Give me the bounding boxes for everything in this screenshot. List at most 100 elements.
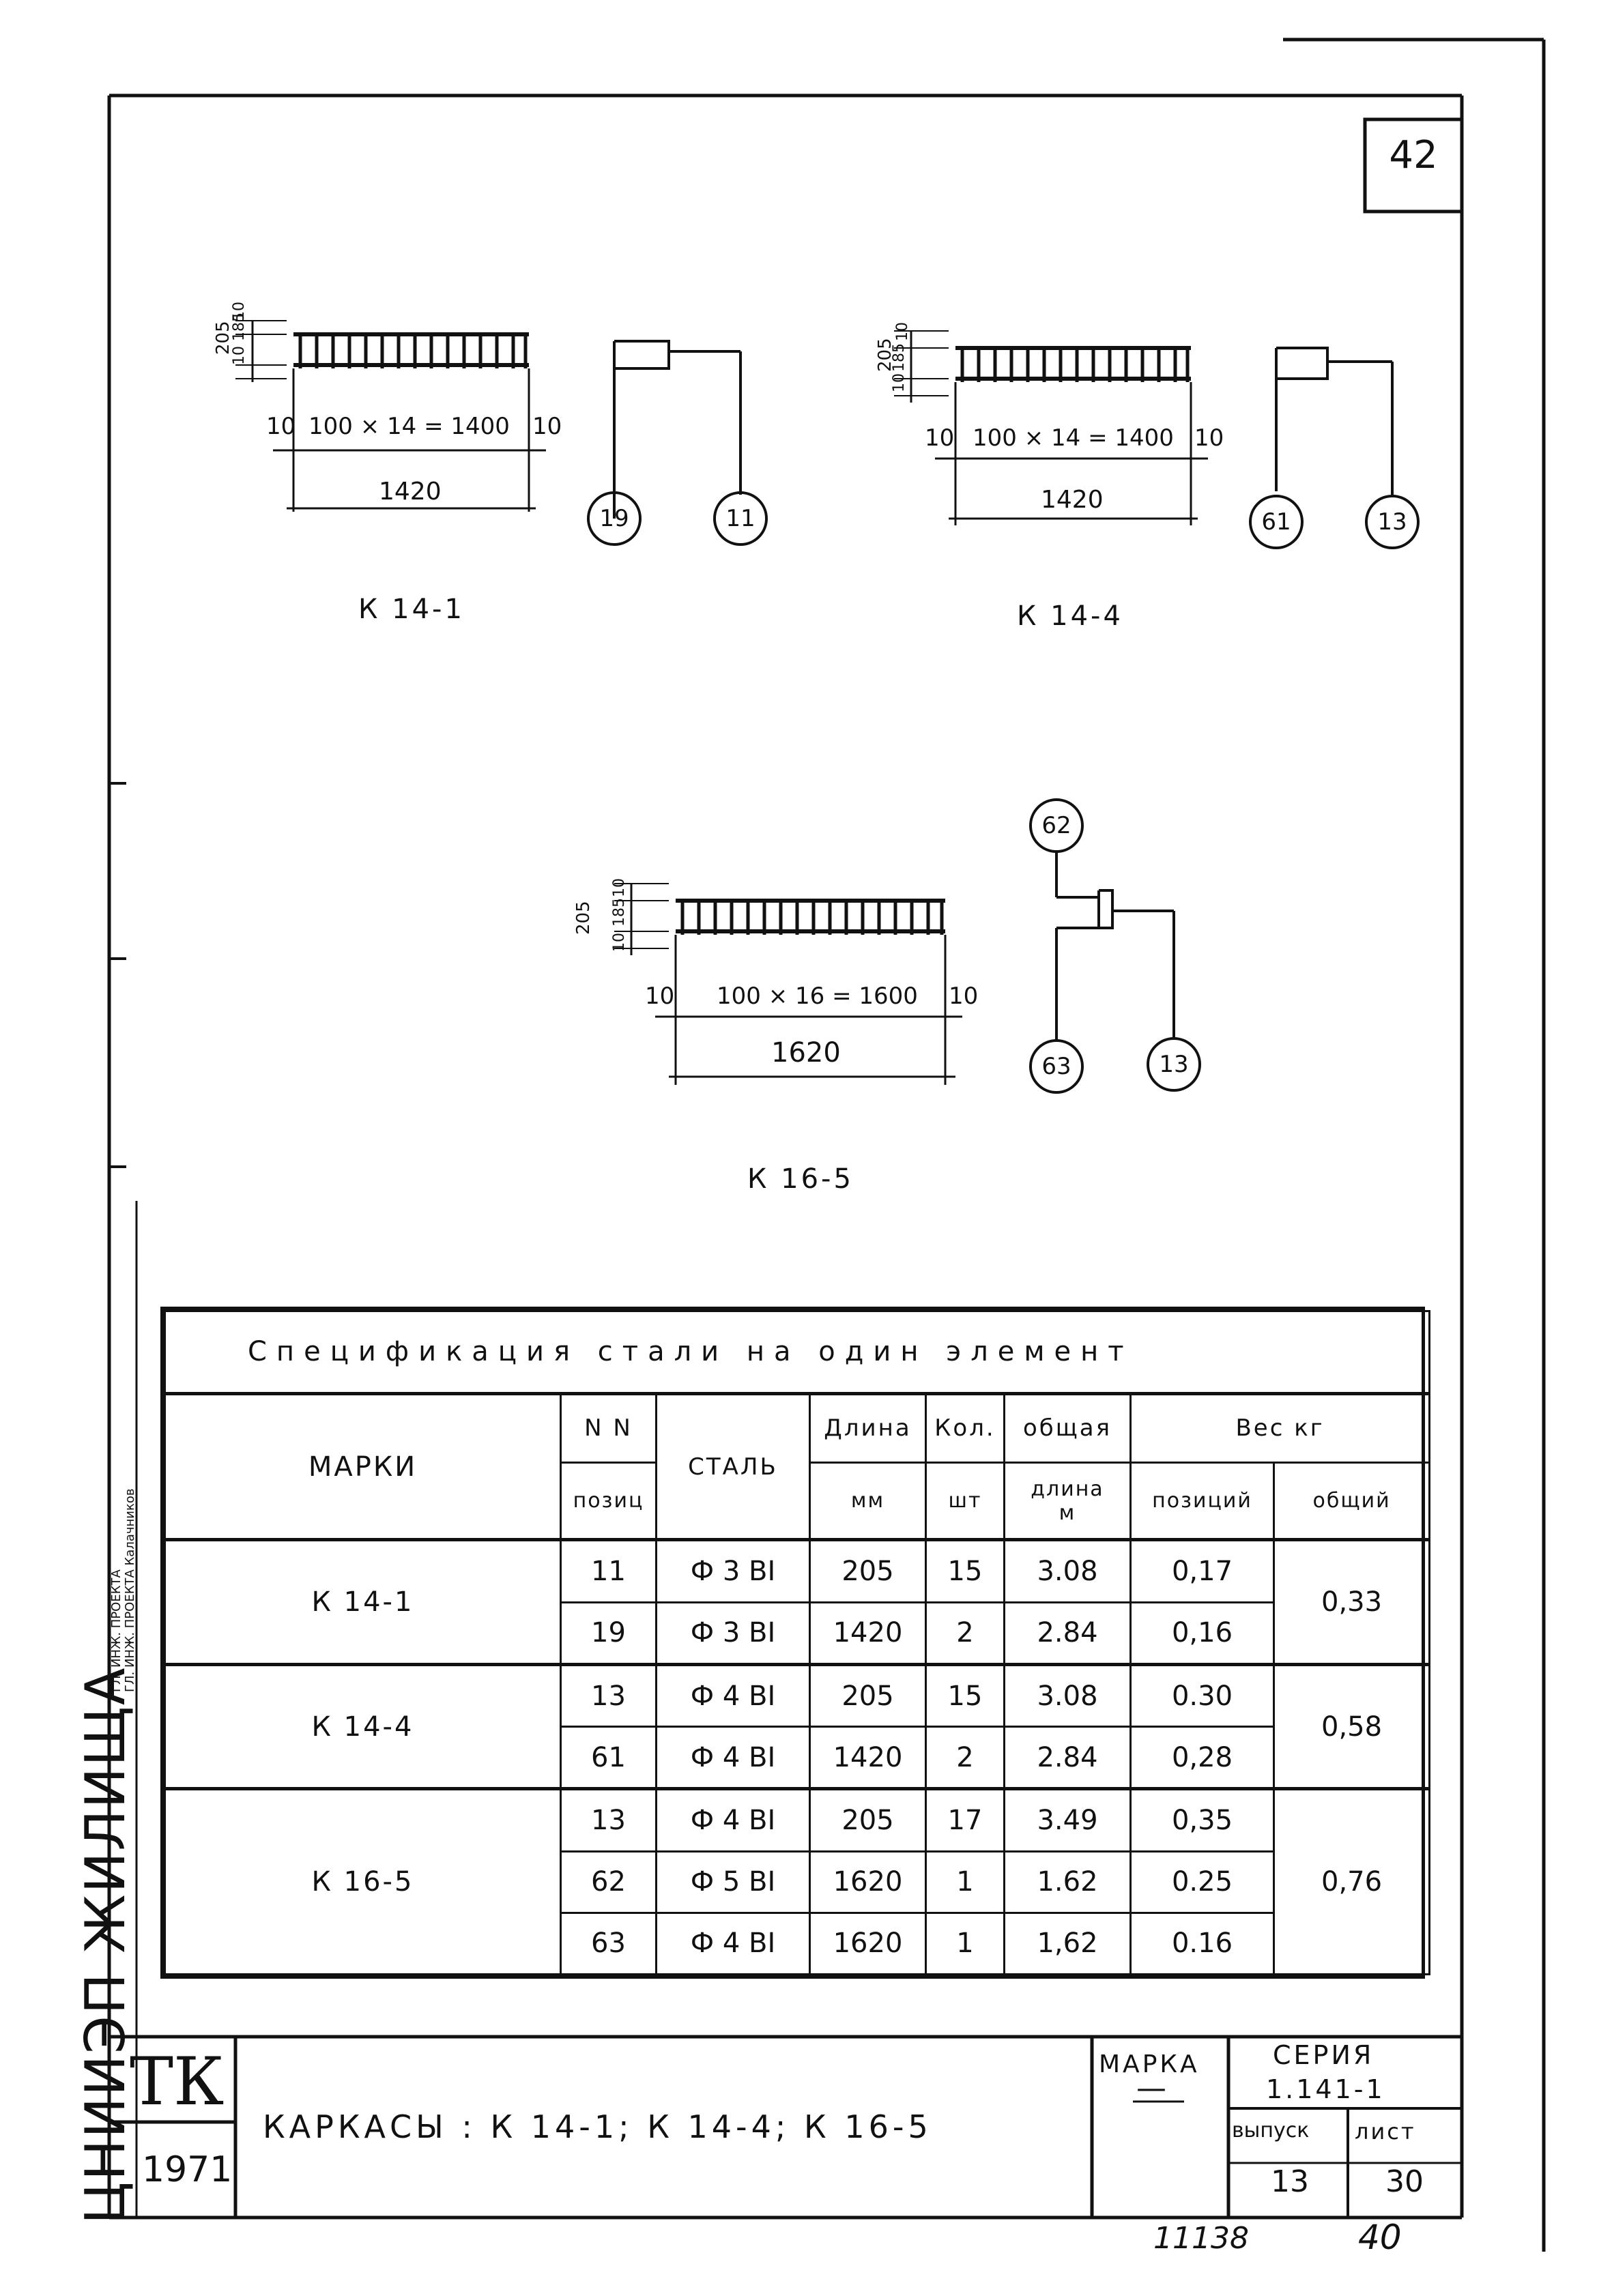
cell-steel: Ф 4 ВI: [655, 1662, 811, 1728]
year: 1971: [142, 2149, 233, 2190]
header-count-top: Кол.: [925, 1392, 1005, 1464]
dim-total: 1420: [1041, 486, 1104, 514]
page-number: 40: [1358, 2218, 1402, 2257]
sheet-value: 30: [1385, 2164, 1424, 2199]
cell-length: 1620: [809, 1850, 927, 1914]
position-marker: 61: [1261, 508, 1291, 536]
position-marker: 19: [599, 505, 629, 532]
cell-weight-total: 0,58: [1272, 1662, 1431, 1790]
position-marker: 11: [725, 505, 755, 532]
position-marker: 13: [1159, 1051, 1189, 1078]
cell-length: 1420: [809, 1726, 927, 1790]
cell-steel: Ф 3 ВI: [655, 1538, 811, 1603]
cell-weight: 0,28: [1129, 1726, 1275, 1790]
issue-label: выпуск: [1232, 2119, 1310, 2142]
cell-length: 205: [809, 1662, 927, 1728]
cell-count: 15: [925, 1538, 1005, 1603]
table-row: К 14-4 13 Ф 4 ВI 205 15 3.08 0.30 0,58: [164, 1662, 1431, 1790]
cell-weight-total: 0,33: [1272, 1538, 1431, 1666]
cell-length: 1420: [809, 1601, 927, 1666]
dim-left: 10: [645, 983, 675, 1010]
sidebar-line2: ГЛ. ИНЖ. ПРОЕКТА Калачников: [123, 1488, 137, 1692]
dim-185: 185: [891, 343, 908, 372]
dim-total: 1620: [771, 1037, 841, 1069]
sidebar-org: ЦНИИЭП ЖИЛИЩА: [74, 1666, 137, 2224]
header-steel: СТАЛЬ: [655, 1392, 811, 1541]
cell-pos: 63: [560, 1911, 657, 1976]
dim-10-top: 10: [231, 302, 248, 321]
cell-steel: Ф 4 ВI: [655, 1911, 811, 1976]
cell-length: 205: [809, 1538, 927, 1603]
cell-pos: 13: [560, 1787, 657, 1852]
cell-weight: 0.30: [1129, 1662, 1275, 1728]
cell-count: 17: [925, 1787, 1005, 1852]
dim-left: 10: [925, 424, 955, 452]
drawing-mark: К 16-5: [747, 1163, 854, 1195]
header-pos-bottom: позиц: [560, 1461, 657, 1541]
table-row: К 16-5 13 Ф 4 ВI 205 17 3.49 0,35 0,76: [164, 1787, 1431, 1975]
cell-count: 1: [925, 1911, 1005, 1976]
cell-total-len: 3.08: [1003, 1538, 1132, 1603]
dim-inner: 100 × 14 = 1400: [308, 413, 510, 440]
cell-total-len: 2.84: [1003, 1726, 1132, 1790]
series-label: СЕРИЯ: [1273, 2040, 1374, 2070]
cell-weight: 0.16: [1129, 1911, 1275, 1976]
position-marker: 13: [1377, 508, 1407, 536]
table-row: 19 Ф 3 ВI 1420 2 2.84 0,16: [165, 1601, 1430, 1666]
drawing-mark: К 14-4: [1017, 600, 1123, 632]
table-row: 63 Ф 4 ВI 1620 1 1,62 0.16: [165, 1911, 1430, 1976]
logo: ТК: [130, 2044, 225, 2120]
cell-pos: 19: [560, 1601, 657, 1666]
drawing-title: КАРКАСЫ : К 14-1; К 14-4; К 16-5: [263, 2108, 932, 2145]
cell-steel: Ф 4 ВI: [655, 1787, 811, 1852]
header-weight-total: общий: [1272, 1461, 1431, 1541]
header-marks: МАРКИ: [164, 1392, 562, 1541]
series-value: 1.141-1: [1266, 2074, 1385, 2104]
dim-185: 185: [611, 898, 628, 927]
dim-10: 10: [611, 933, 628, 952]
cell-count: 2: [925, 1726, 1005, 1790]
cell-pos: 13: [560, 1662, 657, 1728]
cell-steel: Ф 5 ВI: [655, 1850, 811, 1914]
cell-count: 1: [925, 1850, 1005, 1914]
cell-total-len: 3.49: [1003, 1787, 1132, 1852]
spec-table: Спецификация стали на один элемент МАРКИ…: [160, 1307, 1431, 1979]
cell-length: 205: [809, 1787, 927, 1852]
header-total-len-unit: м: [1059, 1500, 1076, 1525]
header-length-top: Длина: [809, 1392, 927, 1464]
cell-total-len: 1,62: [1003, 1911, 1132, 1976]
spec-title: Спецификация стали на один элемент: [163, 1310, 1431, 1395]
header-length-bottom: мм: [809, 1461, 927, 1541]
drawing-k14-1: [235, 320, 768, 546]
dim-left: 10: [266, 413, 296, 440]
header-total-len-top: общая: [1003, 1392, 1132, 1464]
cell-steel: Ф 4 ВI: [655, 1726, 811, 1790]
header-pos-top: N N: [560, 1392, 657, 1464]
cell-pos: 62: [560, 1850, 657, 1914]
sheet-label: лист: [1355, 2119, 1416, 2145]
header-total-len-bottom: длина м: [1003, 1461, 1132, 1541]
table-row: 61 Ф 4 ВI 1420 2 2.84 0,28: [165, 1726, 1430, 1790]
position-marker: 62: [1041, 812, 1071, 839]
dim-right: 10: [949, 983, 979, 1010]
marka-value: —: [1136, 2071, 1166, 2106]
inventory-number: 11138: [1153, 2221, 1249, 2256]
cell-weight: 0,16: [1129, 1601, 1275, 1666]
drawing-k16-5: [614, 798, 1201, 1094]
marka-label: МАРКА: [1099, 2050, 1200, 2078]
sidebar-line1: ГЛ. ИНЖ. ПРОЕКТА: [109, 1569, 124, 1692]
position-marker: 63: [1041, 1053, 1071, 1080]
row-mark: К 14-4: [164, 1662, 562, 1790]
cell-pos: 11: [560, 1538, 657, 1603]
dim-total: 1420: [379, 478, 442, 506]
dim-inner: 100 × 16 = 1600: [717, 983, 918, 1010]
header-count-bottom: шт: [925, 1461, 1005, 1541]
cell-pos: 61: [560, 1726, 657, 1790]
header-weight-pos: позиций: [1129, 1461, 1275, 1541]
cell-weight-total: 0,76: [1272, 1787, 1431, 1975]
sheet-number: 42: [1389, 133, 1438, 177]
table-row: 62 Ф 5 ВI 1620 1 1.62 0.25: [165, 1850, 1430, 1914]
cell-weight: 0,17: [1129, 1538, 1275, 1603]
dim-right: 10: [1194, 424, 1224, 452]
